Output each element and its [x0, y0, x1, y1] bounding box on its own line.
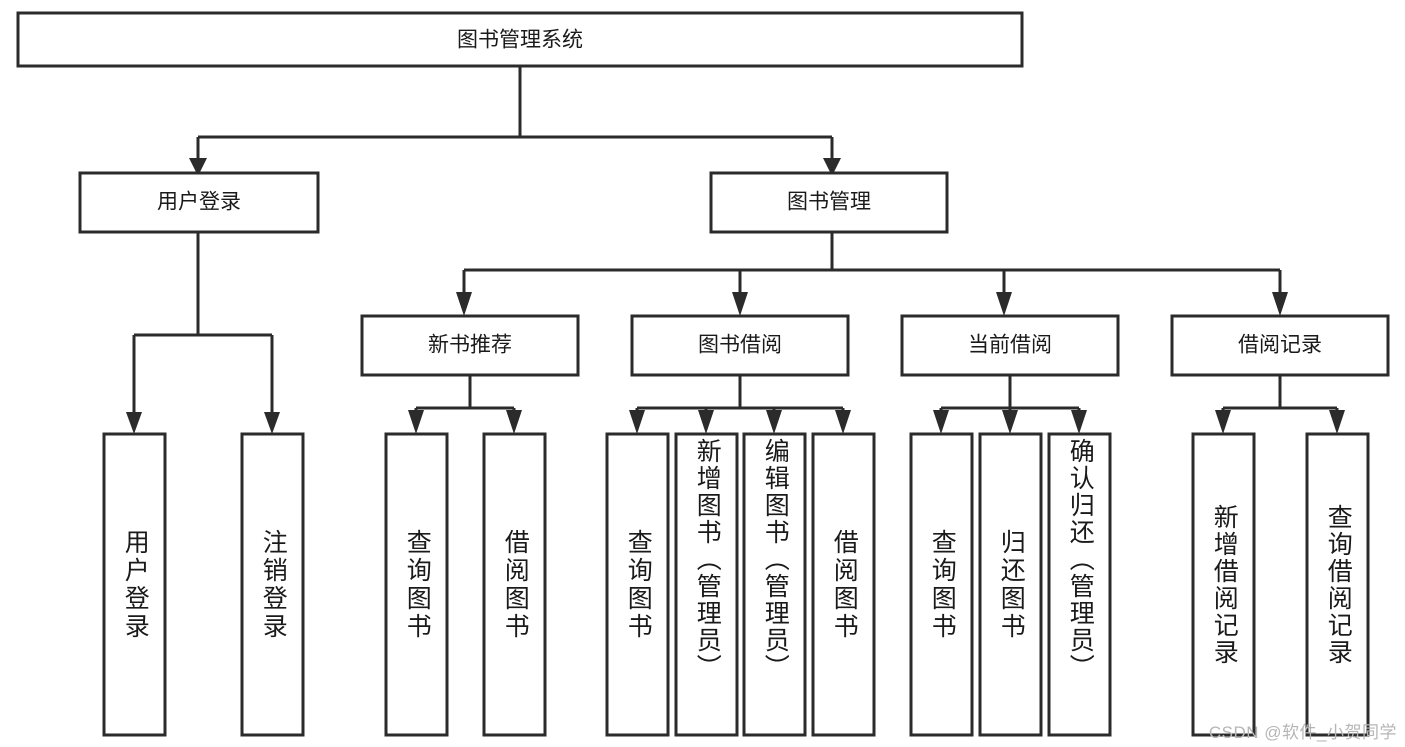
- arrow-head-borrow-query: [629, 410, 645, 434]
- node-leaf-current-return[interactable]: 归还图书: [978, 432, 1043, 737]
- node-newbook-label: 新书推荐: [428, 334, 512, 357]
- node-newbook[interactable]: 新书推荐: [360, 314, 580, 377]
- node-leaf-user-logout-box[interactable]: [240, 432, 305, 737]
- arrow-head-borrow-edit: [766, 410, 782, 434]
- arrow-head-current-query: [933, 410, 949, 434]
- node-leaf-records-query-label: 查询借阅记录: [1324, 503, 1353, 666]
- node-leaf-borrow-add-textwrap: 新增图书（管理员）: [693, 438, 722, 681]
- node-leaf-new-query[interactable]: 查询图书: [384, 432, 449, 737]
- node-leaf-current-return-textwrap: 归还图书: [997, 528, 1026, 641]
- arrow-head-new-borrow: [506, 410, 522, 434]
- node-leaf-new-query-textwrap: 查询图书: [403, 528, 432, 641]
- node-bookmgmt-box[interactable]: [709, 171, 949, 234]
- node-login[interactable]: 用户登录: [78, 171, 320, 234]
- arrow-head-user-logout: [264, 412, 280, 434]
- node-current[interactable]: 当前借阅: [900, 314, 1120, 377]
- node-leaf-borrow-query-box[interactable]: [605, 432, 670, 737]
- arrow-head-records: [1272, 292, 1288, 316]
- node-leaf-borrow-lend-label: 借阅图书: [830, 528, 859, 641]
- node-borrow-box[interactable]: [630, 314, 850, 377]
- node-leaf-borrow-add-label: 新增图书（管理员）: [693, 438, 722, 681]
- arrow-head-current-confirm: [1071, 410, 1087, 434]
- node-login-box[interactable]: [78, 171, 320, 234]
- node-leaf-current-return-label: 归还图书: [997, 528, 1026, 641]
- node-leaf-new-query-box[interactable]: [384, 432, 449, 737]
- node-leaf-records-add[interactable]: 新增借阅记录: [1191, 432, 1256, 737]
- node-root-label: 图书管理系统: [457, 29, 583, 52]
- node-root[interactable]: 图书管理系统: [16, 11, 1024, 68]
- arrow-head-borrow-add: [698, 410, 714, 434]
- node-leaf-borrow-query[interactable]: 查询图书: [605, 432, 670, 737]
- arrow-head-user-login: [126, 412, 142, 434]
- node-leaf-user-login[interactable]: 用户登录: [102, 432, 167, 737]
- node-newbook-box[interactable]: [360, 314, 580, 377]
- node-leaf-user-login-textwrap: 用户登录: [121, 528, 150, 641]
- node-leaf-new-borrow-textwrap: 借阅图书: [501, 528, 530, 641]
- node-leaf-current-query[interactable]: 查询图书: [909, 432, 974, 737]
- node-leaf-current-confirm[interactable]: 确认归还（管理员）: [1047, 432, 1112, 737]
- node-current-box[interactable]: [900, 314, 1120, 377]
- node-leaf-new-borrow[interactable]: 借阅图书: [482, 432, 547, 737]
- arrow-head-current-return: [1002, 410, 1018, 434]
- node-leaf-user-logout[interactable]: 注销登录: [240, 432, 305, 737]
- node-leaf-user-login-label: 用户登录: [121, 528, 150, 641]
- node-leaf-borrow-lend-textwrap: 借阅图书: [830, 528, 859, 641]
- node-leaf-borrow-lend-box[interactable]: [811, 432, 876, 737]
- node-records-box[interactable]: [1170, 314, 1390, 377]
- node-leaf-records-query-box[interactable]: [1305, 432, 1370, 737]
- arrow-head-newbook: [456, 292, 472, 316]
- node-leaf-borrow-edit-label: 编辑图书（管理员）: [761, 438, 790, 681]
- node-leaf-current-query-label: 查询图书: [928, 528, 957, 641]
- arrow-head-login: [189, 158, 207, 176]
- node-leaf-borrow-add-box[interactable]: [674, 432, 739, 737]
- arrow-head-bookmgmt: [823, 158, 841, 176]
- node-bookmgmt-label: 图书管理: [787, 191, 871, 214]
- node-leaf-records-query[interactable]: 查询借阅记录: [1305, 432, 1370, 737]
- connector-layer: [126, 66, 1345, 434]
- node-records[interactable]: 借阅记录: [1170, 314, 1390, 377]
- node-root-box[interactable]: [16, 11, 1024, 68]
- node-current-label: 当前借阅: [968, 334, 1052, 357]
- node-leaf-user-logout-textwrap: 注销登录: [259, 528, 288, 641]
- arrow-head-records-query: [1329, 410, 1345, 434]
- arrow-head-new-query: [408, 410, 424, 434]
- node-leaf-current-query-textwrap: 查询图书: [928, 528, 957, 641]
- node-leaf-current-query-box[interactable]: [909, 432, 974, 737]
- node-login-label: 用户登录: [157, 191, 241, 214]
- node-leaf-borrow-edit-textwrap: 编辑图书（管理员）: [761, 438, 790, 681]
- arrow-head-current: [996, 292, 1012, 316]
- node-bookmgmt[interactable]: 图书管理: [709, 171, 949, 234]
- node-leaf-borrow-add[interactable]: 新增图书（管理员）: [674, 432, 739, 737]
- arrow-head-borrow: [732, 292, 748, 316]
- node-leaf-current-confirm-label: 确认归还（管理员）: [1066, 438, 1095, 681]
- node-leaf-borrow-edit-box[interactable]: [742, 432, 807, 737]
- node-leaf-records-add-box[interactable]: [1191, 432, 1256, 737]
- node-borrow[interactable]: 图书借阅: [630, 314, 850, 377]
- node-leaf-records-add-textwrap: 新增借阅记录: [1210, 503, 1239, 666]
- node-leaf-records-query-textwrap: 查询借阅记录: [1324, 503, 1353, 666]
- arrow-head-records-add: [1215, 410, 1231, 434]
- node-leaf-current-return-box[interactable]: [978, 432, 1043, 737]
- node-leaf-user-login-box[interactable]: [102, 432, 167, 737]
- arrow-head-borrow-lend: [835, 410, 851, 434]
- node-leaf-borrow-query-label: 查询图书: [624, 528, 653, 641]
- node-leaf-current-confirm-box[interactable]: [1047, 432, 1112, 737]
- node-records-label: 借阅记录: [1238, 334, 1322, 357]
- node-leaf-borrow-edit[interactable]: 编辑图书（管理员）: [742, 432, 807, 737]
- node-leaf-new-borrow-label: 借阅图书: [501, 528, 530, 641]
- node-leaf-records-add-label: 新增借阅记录: [1210, 503, 1239, 666]
- node-leaf-user-logout-label: 注销登录: [259, 528, 288, 641]
- node-leaf-borrow-query-textwrap: 查询图书: [624, 528, 653, 641]
- node-leaf-new-query-label: 查询图书: [403, 528, 432, 641]
- node-leaf-borrow-lend[interactable]: 借阅图书: [811, 432, 876, 737]
- node-leaf-current-confirm-textwrap: 确认归还（管理员）: [1066, 438, 1095, 681]
- node-borrow-label: 图书借阅: [698, 334, 782, 357]
- node-leaf-new-borrow-box[interactable]: [482, 432, 547, 737]
